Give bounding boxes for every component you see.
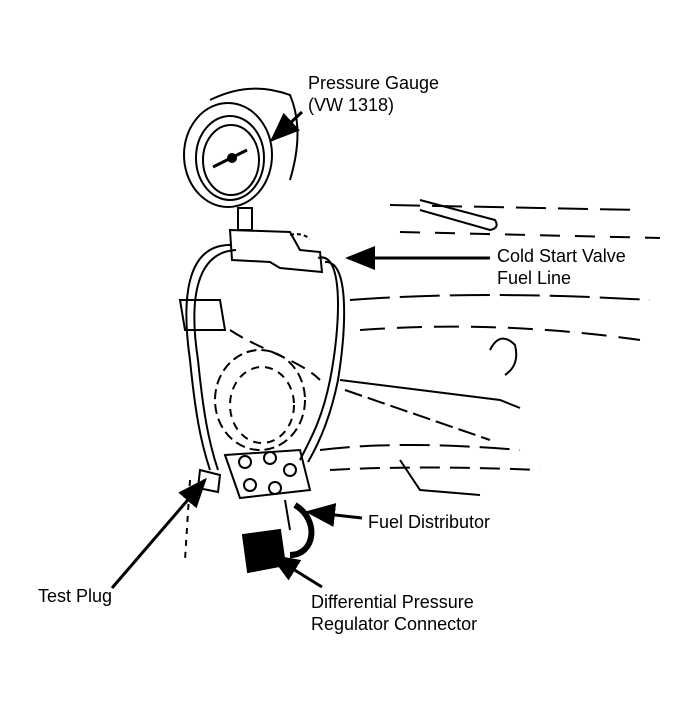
- pressure-gauge-line2: (VW 1318): [308, 95, 395, 115]
- diff-pressure-line1: Differential Pressure: [311, 592, 474, 612]
- fuel-distributor-arrow: [305, 503, 363, 527]
- cold-start-line2: Fuel Line: [497, 268, 572, 288]
- cold-start-label: Cold Start Valve Fuel Line: [497, 245, 626, 289]
- diff-pressure-arrow: [269, 554, 323, 589]
- engine-line-art: [178, 87, 661, 574]
- diff-pressure-label: Differential Pressure Regulator Connecto…: [311, 591, 477, 635]
- cold-start-line1: Cold Start Valve: [497, 246, 626, 266]
- fuel-distributor-label: Fuel Distributor: [368, 512, 491, 532]
- test-plug-arrow: [110, 477, 207, 589]
- pressure-gauge-arrow: [269, 110, 304, 143]
- pressure-gauge-label: Pressure Gauge (VW 1318): [308, 72, 439, 116]
- diff-pressure-line2: Regulator Connector: [311, 614, 478, 634]
- test-plug-label: Test Plug: [38, 586, 113, 606]
- pressure-gauge-drawing: [183, 87, 324, 274]
- fuel-distributor-drawing: [196, 448, 315, 558]
- callout-arrows: [110, 110, 490, 589]
- pressure-gauge-line1: Pressure Gauge: [308, 73, 440, 93]
- regulator-connector-drawing: [241, 528, 287, 574]
